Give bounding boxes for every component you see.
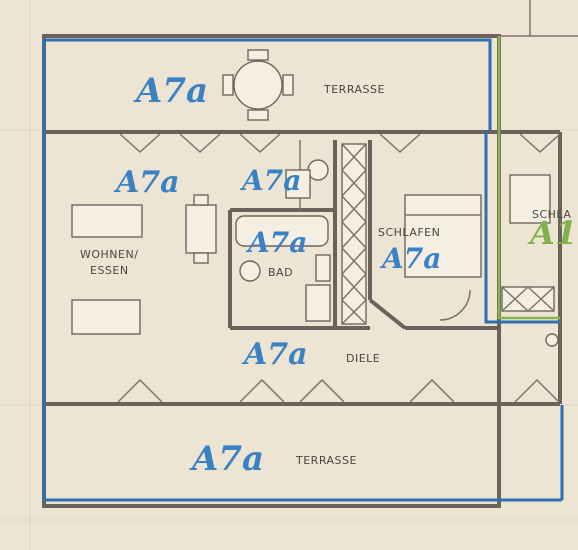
label-bedroom: SCHLAFEN [378,226,440,239]
fixture-circle [545,333,559,347]
label-terrace-top: TERRASSE [323,83,385,96]
mark-terrace-bottom: A7a [189,439,264,479]
mark-living: A7a [113,165,180,200]
living-furniture [71,194,217,335]
label-living: WOHNEN/ ESSEN [80,248,142,277]
label-neighbor-bedroom: SCHLA [532,208,571,221]
windows-bottom [117,378,560,403]
bath-fixtures [235,159,331,322]
terrace-table [222,49,294,121]
mark-hall: A7a [241,337,308,372]
label-terrace-bottom: TERRASSE [295,454,357,467]
mark-bedroom: A7a [379,242,441,275]
mark-neighbor: A1 [527,214,577,252]
mark-bath: A7a [245,226,307,259]
windows-top [119,133,561,154]
bedroom-door [439,289,471,321]
neighbor-outline [497,36,560,320]
mark-kitchen: A7a [239,164,301,197]
label-hall: DIELE [346,352,380,365]
mark-terrace-top: A7a [133,71,208,111]
wardrobe [341,143,367,325]
apartment-outline [42,38,564,502]
bed [404,194,482,278]
label-bath: BAD [268,266,293,279]
neighbor-wardrobe [501,174,555,312]
